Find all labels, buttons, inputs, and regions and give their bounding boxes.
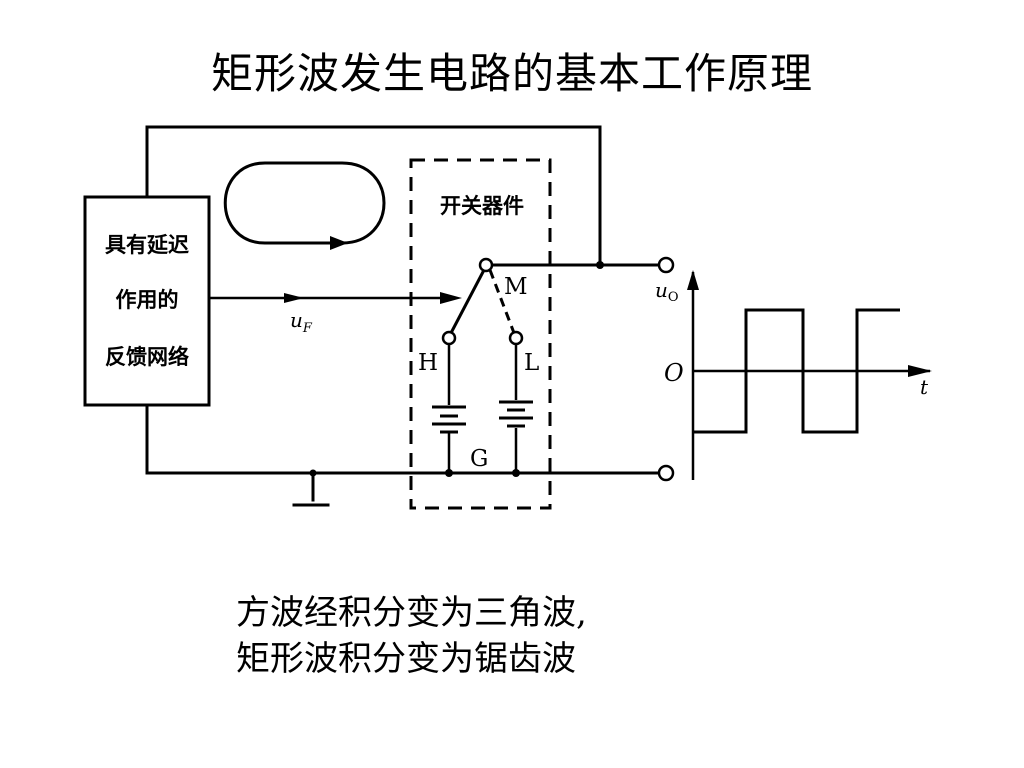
caption: 方波经积分变为三角波, 矩形波积分变为锯齿波 [236,590,587,682]
uo-symbol: u [655,278,668,302]
page-title: 矩形波发生电路的基本工作原理 [210,49,813,98]
output-terminal-bottom [657,464,675,482]
oscillation-loop-arrow [223,161,386,245]
junction-l [512,469,520,477]
feedback-network-box [83,195,211,407]
switch-device-label: 开关器件 [440,194,524,218]
battery-l-plates [499,400,533,428]
loop-arrowhead [330,236,348,250]
contact-l [508,330,524,346]
feedback-signal-label: uF [290,308,313,336]
label-l: L [524,350,539,376]
square-wave [693,308,900,434]
battery-h-plates [432,405,466,434]
time-axis-arrow [908,365,932,377]
uf-symbol: u [290,308,303,332]
contact-h [441,330,457,346]
switch-device-box [409,158,552,510]
output-terminal-top [657,256,675,274]
time-axis-label: t [920,375,929,399]
uo-subscript: O [668,290,679,305]
output-voltage-label: uO [655,278,679,305]
bottom-wire [145,403,666,475]
label-g: G [470,446,488,472]
vertical-axis-arrow [687,270,699,290]
label-h: H [418,350,438,376]
switch-blade [449,269,486,334]
origin-label: O [664,359,684,387]
uf-arrow [284,293,304,303]
feedback-box-line-3: 反馈网络 [105,345,189,369]
switch-input-arrow [440,292,462,304]
junction-top [596,261,604,269]
circuit-diagram: 具有延迟 作用的 反馈网络 uF 开关器件 M H L G uO O t [83,125,932,510]
caption-line-2: 矩形波积分变为锯齿波 [236,639,576,679]
feedback-box-line-2: 作用的 [116,288,179,312]
junction-h [445,469,453,477]
switch-open-path [488,269,516,334]
ground-symbol [292,471,330,507]
caption-line-1: 方波经积分变为三角波, [236,593,587,633]
uf-subscript: F [302,321,313,336]
switch-pivot-m [478,257,494,273]
label-m: M [504,274,528,300]
top-wire [145,125,602,267]
junction-ground [309,469,317,477]
feedback-box-line-1: 具有延迟 [105,233,189,257]
